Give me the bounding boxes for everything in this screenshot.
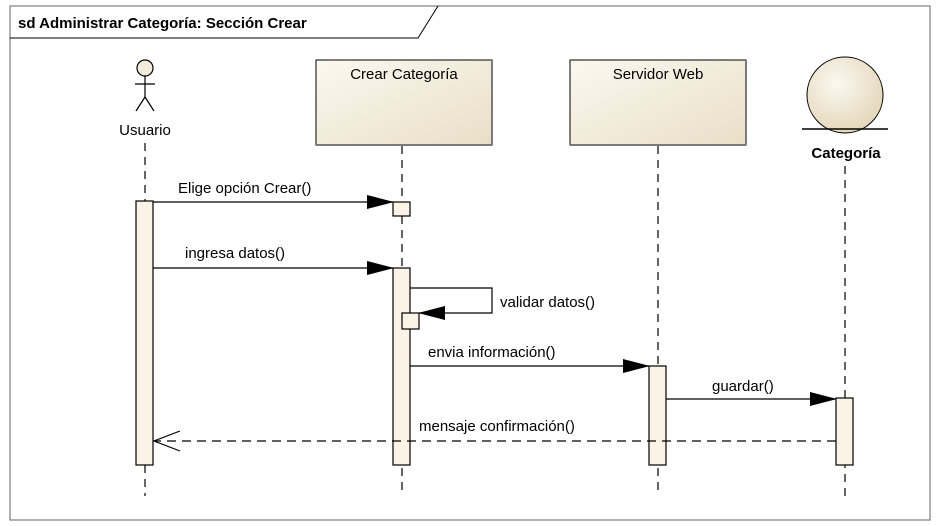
entity-icon bbox=[806, 56, 884, 134]
activation-usuario bbox=[135, 200, 154, 466]
frame: sd Administrar Categoría: Sección Crear bbox=[9, 5, 931, 521]
actor-icon bbox=[135, 59, 155, 112]
message-m4: envia información() bbox=[410, 344, 650, 373]
servidor-web-label: Servidor Web bbox=[613, 66, 704, 83]
frame-title: sd Administrar Categoría: Sección Crear bbox=[18, 15, 307, 32]
activation-crear-2 bbox=[392, 267, 411, 466]
message-m5: guardar() bbox=[666, 378, 837, 406]
message-m1: Elige opción Crear() bbox=[153, 180, 394, 209]
message-m1-label: Elige opción Crear() bbox=[178, 180, 311, 197]
activation-servidor bbox=[648, 365, 667, 466]
activation-crear-self bbox=[401, 312, 420, 330]
crear-categoria-label: Crear Categoría bbox=[350, 66, 458, 83]
servidor-web-box bbox=[569, 59, 747, 146]
message-m2: ingresa datos() bbox=[153, 245, 394, 275]
message-m3-label: validar datos() bbox=[500, 294, 595, 311]
message-m3: validar datos() bbox=[410, 287, 595, 320]
categoria-label: Categoría bbox=[811, 145, 881, 162]
lifeline-crear-categoria: Crear Categoría bbox=[315, 59, 493, 496]
lifeline-categoria: Categoría bbox=[802, 56, 888, 496]
message-m2-label: ingresa datos() bbox=[185, 245, 285, 262]
message-m6-label: mensaje confirmación() bbox=[419, 418, 575, 435]
lifeline-servidor-web: Servidor Web bbox=[569, 59, 747, 496]
message-m6: mensaje confirmación() bbox=[152, 418, 836, 452]
lifeline-usuario-label: Usuario bbox=[119, 122, 171, 139]
open-arrowhead-icon bbox=[152, 430, 181, 452]
activation-crear-1 bbox=[392, 201, 411, 217]
message-m4-label: envia información() bbox=[428, 344, 556, 361]
activation-categoria bbox=[835, 397, 854, 466]
message-m5-label: guardar() bbox=[712, 378, 774, 395]
lifeline-usuario: Usuario bbox=[119, 59, 171, 496]
